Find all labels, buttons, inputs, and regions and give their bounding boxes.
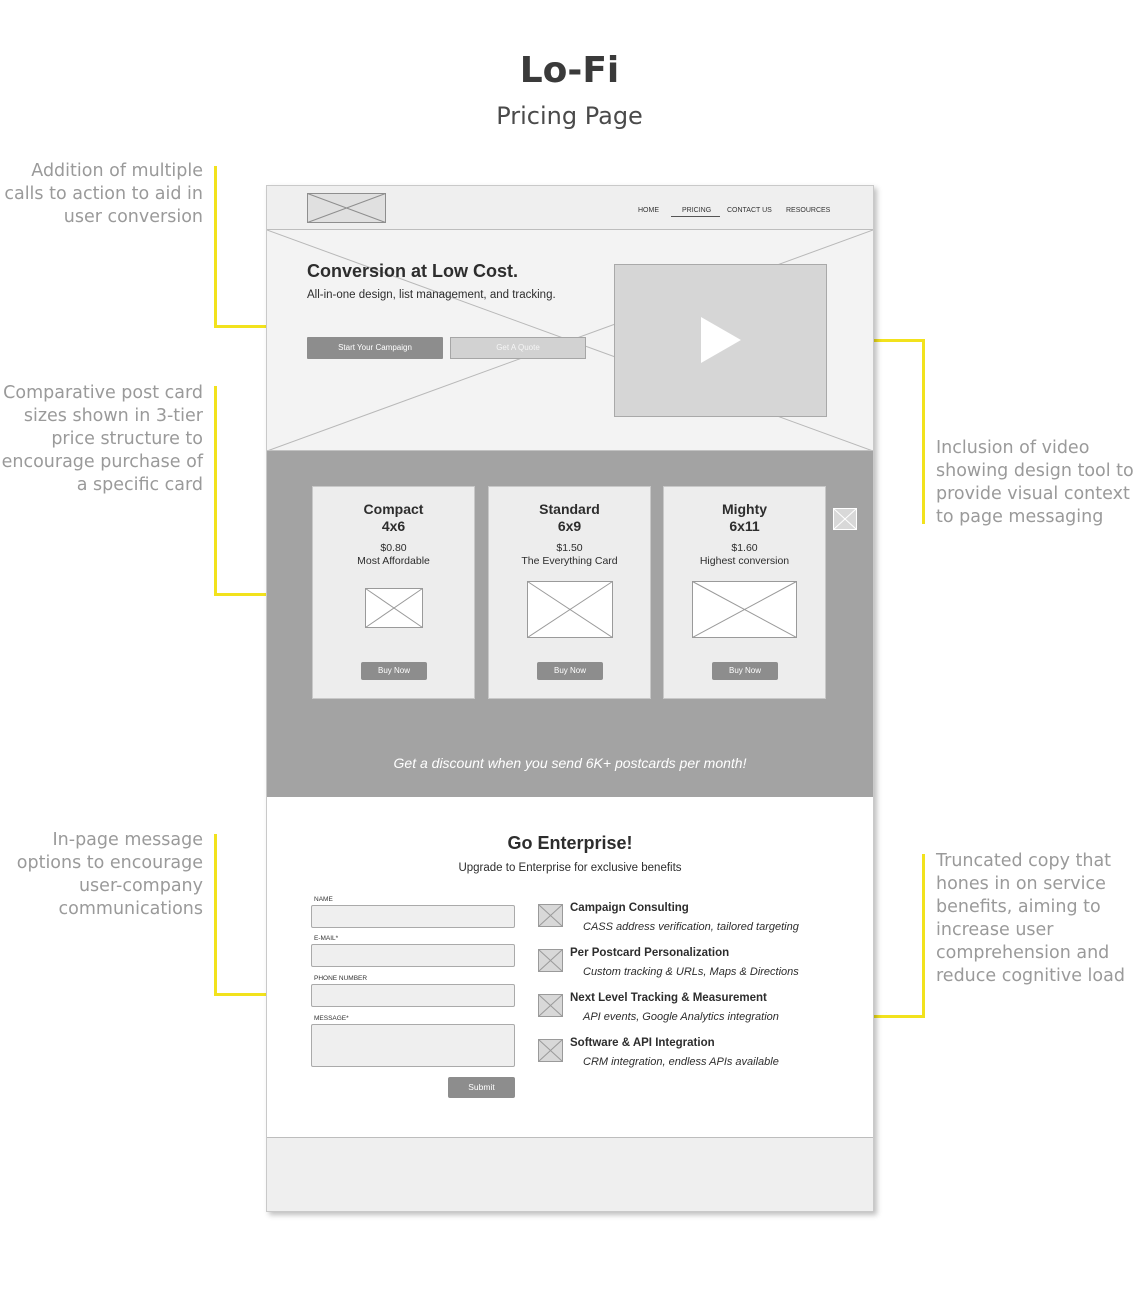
page-subtitle: Pricing Page — [496, 102, 643, 130]
hero-subtitle: All-in-one design, list management, and … — [307, 289, 556, 301]
card-tagline: Highest conversion — [699, 555, 790, 567]
page-title: Lo-Fi — [519, 50, 620, 91]
benefit-title: Software & API Integration — [570, 1037, 715, 1049]
message-label: MESSAGE* — [314, 1015, 349, 1022]
pricing-section: Compact 4x6 $0.80 Most Affordable Buy No… — [267, 451, 873, 797]
benefit-title: Next Level Tracking & Measurement — [570, 992, 767, 1004]
card-title: Standard 6x9 — [539, 501, 600, 534]
benefit-image-placeholder-icon — [538, 994, 563, 1017]
card-title: Compact 4x6 — [363, 501, 424, 534]
buy-now-button[interactable]: Buy Now — [537, 662, 603, 680]
annotation-connector — [214, 993, 280, 996]
annotation-connector — [922, 339, 925, 524]
discount-banner: Get a discount when you send 6K+ postcar… — [393, 755, 747, 771]
name-label: NAME — [314, 896, 333, 903]
email-label: E-MAIL* — [314, 935, 339, 942]
benefit-description: Custom tracking & URLs, Maps & Direction… — [583, 966, 799, 978]
card-price: $0.80 — [380, 542, 407, 554]
annotation-connector — [214, 386, 217, 595]
postcard-image-placeholder-icon — [365, 588, 423, 628]
nav-active-indicator — [671, 216, 720, 217]
annotation-messages: In-page message options to encourage use… — [16, 830, 203, 919]
name-field[interactable] — [311, 905, 515, 928]
postcard-image-placeholder-icon — [527, 581, 613, 638]
start-campaign-button[interactable]: Start Your Campaign — [307, 337, 443, 359]
pricing-card-compact: Compact 4x6 $0.80 Most Affordable Buy No… — [312, 486, 475, 699]
buy-now-button[interactable]: Buy Now — [361, 662, 427, 680]
benefit-title: Per Postcard Personalization — [570, 947, 730, 959]
carousel-next-placeholder-icon[interactable] — [833, 508, 857, 530]
hero-section: Conversion at Low Cost. All-in-one desig… — [267, 230, 873, 451]
annotation-connector — [840, 339, 924, 342]
card-title: Mighty 6x11 — [721, 501, 768, 534]
email-field[interactable] — [311, 944, 515, 967]
enterprise-title: Go Enterprise! — [507, 833, 633, 853]
card-price: $1.60 — [731, 542, 758, 554]
card-tagline: Most Affordable — [357, 555, 430, 567]
pricing-card-standard: Standard 6x9 $1.50 The Everything Card B… — [488, 486, 651, 699]
wireframe-frame: HOME PRICING CONTACT US RESOURCES Conver… — [266, 185, 874, 1212]
benefit-image-placeholder-icon — [538, 949, 563, 972]
pricing-card-mighty: Mighty 6x11 $1.60 Highest conversion Buy… — [663, 486, 826, 699]
get-quote-button[interactable]: Get A Quote — [450, 337, 586, 359]
nav-resources[interactable]: RESOURCES — [786, 207, 831, 214]
benefit-title: Campaign Consulting — [570, 902, 689, 914]
logo-placeholder-icon — [307, 193, 386, 223]
message-field[interactable] — [311, 1024, 515, 1067]
annotation-connector — [214, 325, 276, 328]
phone-label: PHONE NUMBER — [314, 975, 368, 982]
navbar: HOME PRICING CONTACT US RESOURCES — [267, 186, 873, 230]
benefit-image-placeholder-icon — [538, 1039, 563, 1062]
benefit-description: API events, Google Analytics integration — [583, 1011, 779, 1023]
phone-field[interactable] — [311, 984, 515, 1007]
annotation-connector — [828, 1015, 924, 1018]
annotation-copy: Truncated copy that hones in on service … — [936, 851, 1125, 986]
annotation-connector — [214, 166, 217, 327]
footer — [267, 1137, 873, 1211]
nav-pricing[interactable]: PRICING — [682, 207, 712, 214]
benefit-image-placeholder-icon — [538, 904, 563, 927]
annotation-connector — [922, 854, 925, 1018]
annotation-cards: Comparative post card sizes shown in 3-t… — [1, 383, 203, 495]
annotation-cta: Addition of multiple calls to action to … — [4, 161, 203, 227]
video-player[interactable] — [614, 264, 827, 417]
annotation-video: Inclusion of video showing design tool t… — [936, 438, 1134, 527]
buy-now-button[interactable]: Buy Now — [712, 662, 778, 680]
nav-home[interactable]: HOME — [638, 207, 659, 214]
postcard-image-placeholder-icon — [692, 581, 797, 638]
enterprise-subtitle: Upgrade to Enterprise for exclusive bene… — [458, 862, 682, 874]
card-price: $1.50 — [556, 542, 583, 554]
submit-button[interactable]: Submit — [448, 1077, 515, 1098]
benefit-description: CRM integration, endless APIs available — [583, 1056, 779, 1068]
benefit-description: CASS address verification, tailored targ… — [583, 921, 799, 933]
hero-title: Conversion at Low Cost. — [307, 261, 519, 281]
play-icon[interactable] — [701, 317, 741, 363]
annotation-connector — [214, 834, 217, 995]
card-tagline: The Everything Card — [521, 555, 618, 567]
nav-contact[interactable]: CONTACT US — [727, 207, 772, 214]
annotation-connector — [214, 593, 276, 596]
